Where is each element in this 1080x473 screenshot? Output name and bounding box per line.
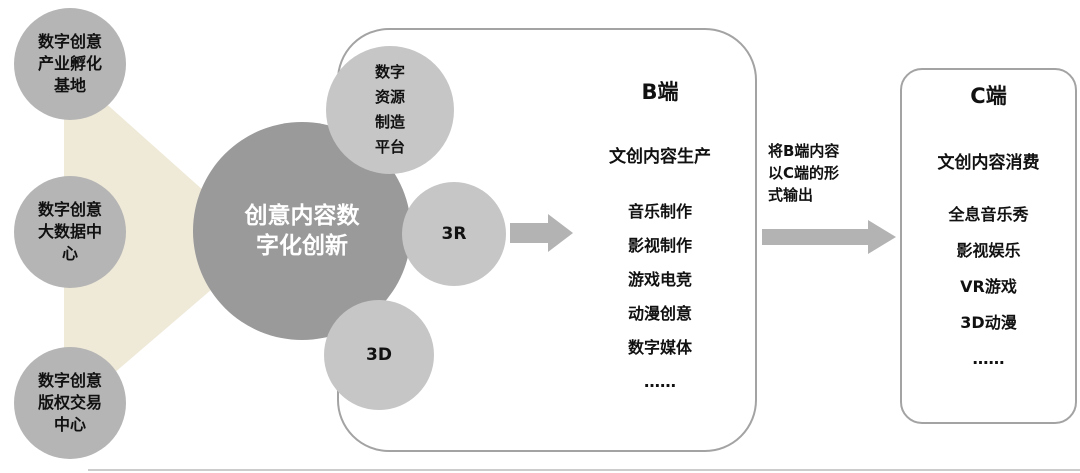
list-item: 3D动漫: [960, 313, 1017, 332]
b-panel-subtitle: 文创内容生产: [609, 147, 711, 167]
arrow-b-to-c: [762, 220, 896, 254]
list-item: 音乐制作: [627, 202, 692, 221]
bottom-divider: [88, 469, 1080, 471]
arrow-head-icon: [548, 214, 573, 252]
c-panel-items: 全息音乐秀 影视娱乐 VR游戏 3D动漫 ……: [903, 205, 1074, 368]
node-industry-incubation-base: 数字创意 产业孵化 基地: [14, 8, 126, 120]
node-label: 数字 资源 制造 平台: [374, 63, 405, 156]
node-digital-resource-platform: 数字 资源 制造 平台: [326, 46, 454, 174]
list-item-ellipsis: ……: [972, 349, 1005, 368]
list-item: VR游戏: [960, 277, 1017, 296]
arrow-body: [510, 223, 548, 243]
node-label: 3R: [441, 224, 467, 244]
b-panel-content: B端 文创内容生产 音乐制作 影视制作 游戏电竞 动漫创意 数字媒体 ……: [547, 80, 773, 391]
list-item: 影视娱乐: [956, 241, 1021, 260]
node-copyright-trading-center: 数字创意 版权交易 中心: [14, 347, 126, 459]
c-panel-title: C端: [970, 84, 1007, 108]
list-item: 数字媒体: [627, 338, 692, 357]
node-label: 创意内容数 字化创新: [244, 203, 360, 259]
arrow-body: [762, 229, 868, 245]
list-item: 游戏电竞: [627, 270, 692, 289]
arrow-b-to-c-label: 将B端内容 以C端的形 式输出: [768, 142, 840, 204]
node-3r: 3R: [402, 182, 506, 286]
list-item-ellipsis: ……: [644, 372, 676, 391]
node-label: 3D: [366, 345, 392, 365]
node-label: 数字创意 版权交易 中心: [37, 371, 102, 434]
list-item: 影视制作: [627, 236, 692, 255]
node-big-data-center: 数字创意 大数据中 心: [14, 176, 126, 288]
list-item: 动漫创意: [627, 304, 692, 323]
c-panel-content: C端 文创内容消费 全息音乐秀 影视娱乐 VR游戏 3D动漫 ……: [903, 84, 1074, 368]
b-panel-title: B端: [641, 80, 679, 104]
arrow-center-to-b: [510, 214, 573, 252]
node-label: 数字创意 产业孵化 基地: [37, 32, 102, 95]
node-label: 数字创意 大数据中 心: [37, 200, 102, 263]
c-side-panel: [900, 68, 1077, 424]
c-panel-subtitle: 文创内容消费: [937, 153, 1040, 173]
list-item: 全息音乐秀: [948, 205, 1029, 224]
arrow-head-icon: [868, 220, 896, 254]
node-3d: 3D: [324, 300, 434, 410]
b-panel-items: 音乐制作 影视制作 游戏电竞 动漫创意 数字媒体 ……: [547, 202, 773, 391]
